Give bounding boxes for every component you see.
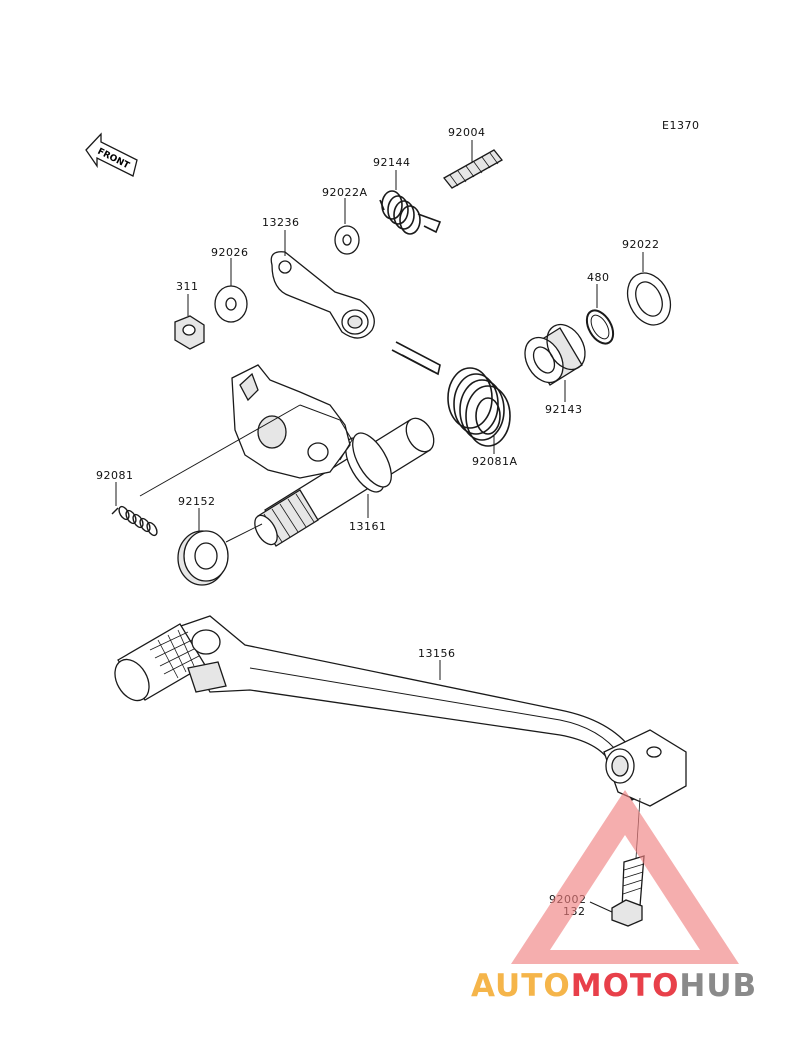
part-13156-shift-pedal — [114, 615, 687, 807]
part-311-nut — [174, 315, 205, 350]
part-92081A-spring — [391, 341, 511, 447]
label-92004: 92004 — [448, 126, 486, 139]
label-92022A: 92022A — [322, 186, 368, 199]
part-13161-shift-shaft — [231, 364, 435, 547]
part-92152-seal — [177, 530, 229, 586]
part-92081-spring — [111, 505, 158, 537]
brand-auto: AUTO — [471, 968, 571, 1004]
brand-moto: MOTO — [571, 968, 680, 1004]
diagram-code: E1370 — [662, 119, 699, 132]
part-480-circlip — [585, 309, 615, 345]
label-92152: 92152 — [178, 495, 216, 508]
part-92022A-washer — [334, 225, 360, 255]
watermark-logo — [511, 790, 739, 964]
label-480: 480 — [587, 271, 610, 284]
label-92022: 92022 — [622, 238, 660, 251]
part-92002-bolt — [611, 797, 645, 927]
label-13161: 13161 — [349, 520, 387, 533]
part-92026-washer — [214, 285, 248, 323]
label-13236: 13236 — [262, 216, 300, 229]
part-92022-washer — [626, 272, 672, 326]
label-92143: 92143 — [545, 403, 583, 416]
label-13156: 13156 — [418, 647, 456, 660]
label-92026: 92026 — [211, 246, 249, 259]
label-92081: 92081 — [96, 469, 134, 482]
front-arrow-icon: FRONT — [85, 132, 138, 177]
label-92081A: 92081A — [472, 455, 518, 468]
watermark-brand: AUTOMOTOHUB — [471, 968, 757, 1004]
part-92143-collar — [524, 323, 586, 386]
label-311: 311 — [176, 280, 199, 293]
part-92004-screw — [443, 149, 503, 189]
label-92144: 92144 — [373, 156, 411, 169]
brand-hub: HUB — [679, 968, 757, 1004]
part-92144-spring — [379, 190, 442, 235]
part-13236-lever — [270, 251, 375, 339]
